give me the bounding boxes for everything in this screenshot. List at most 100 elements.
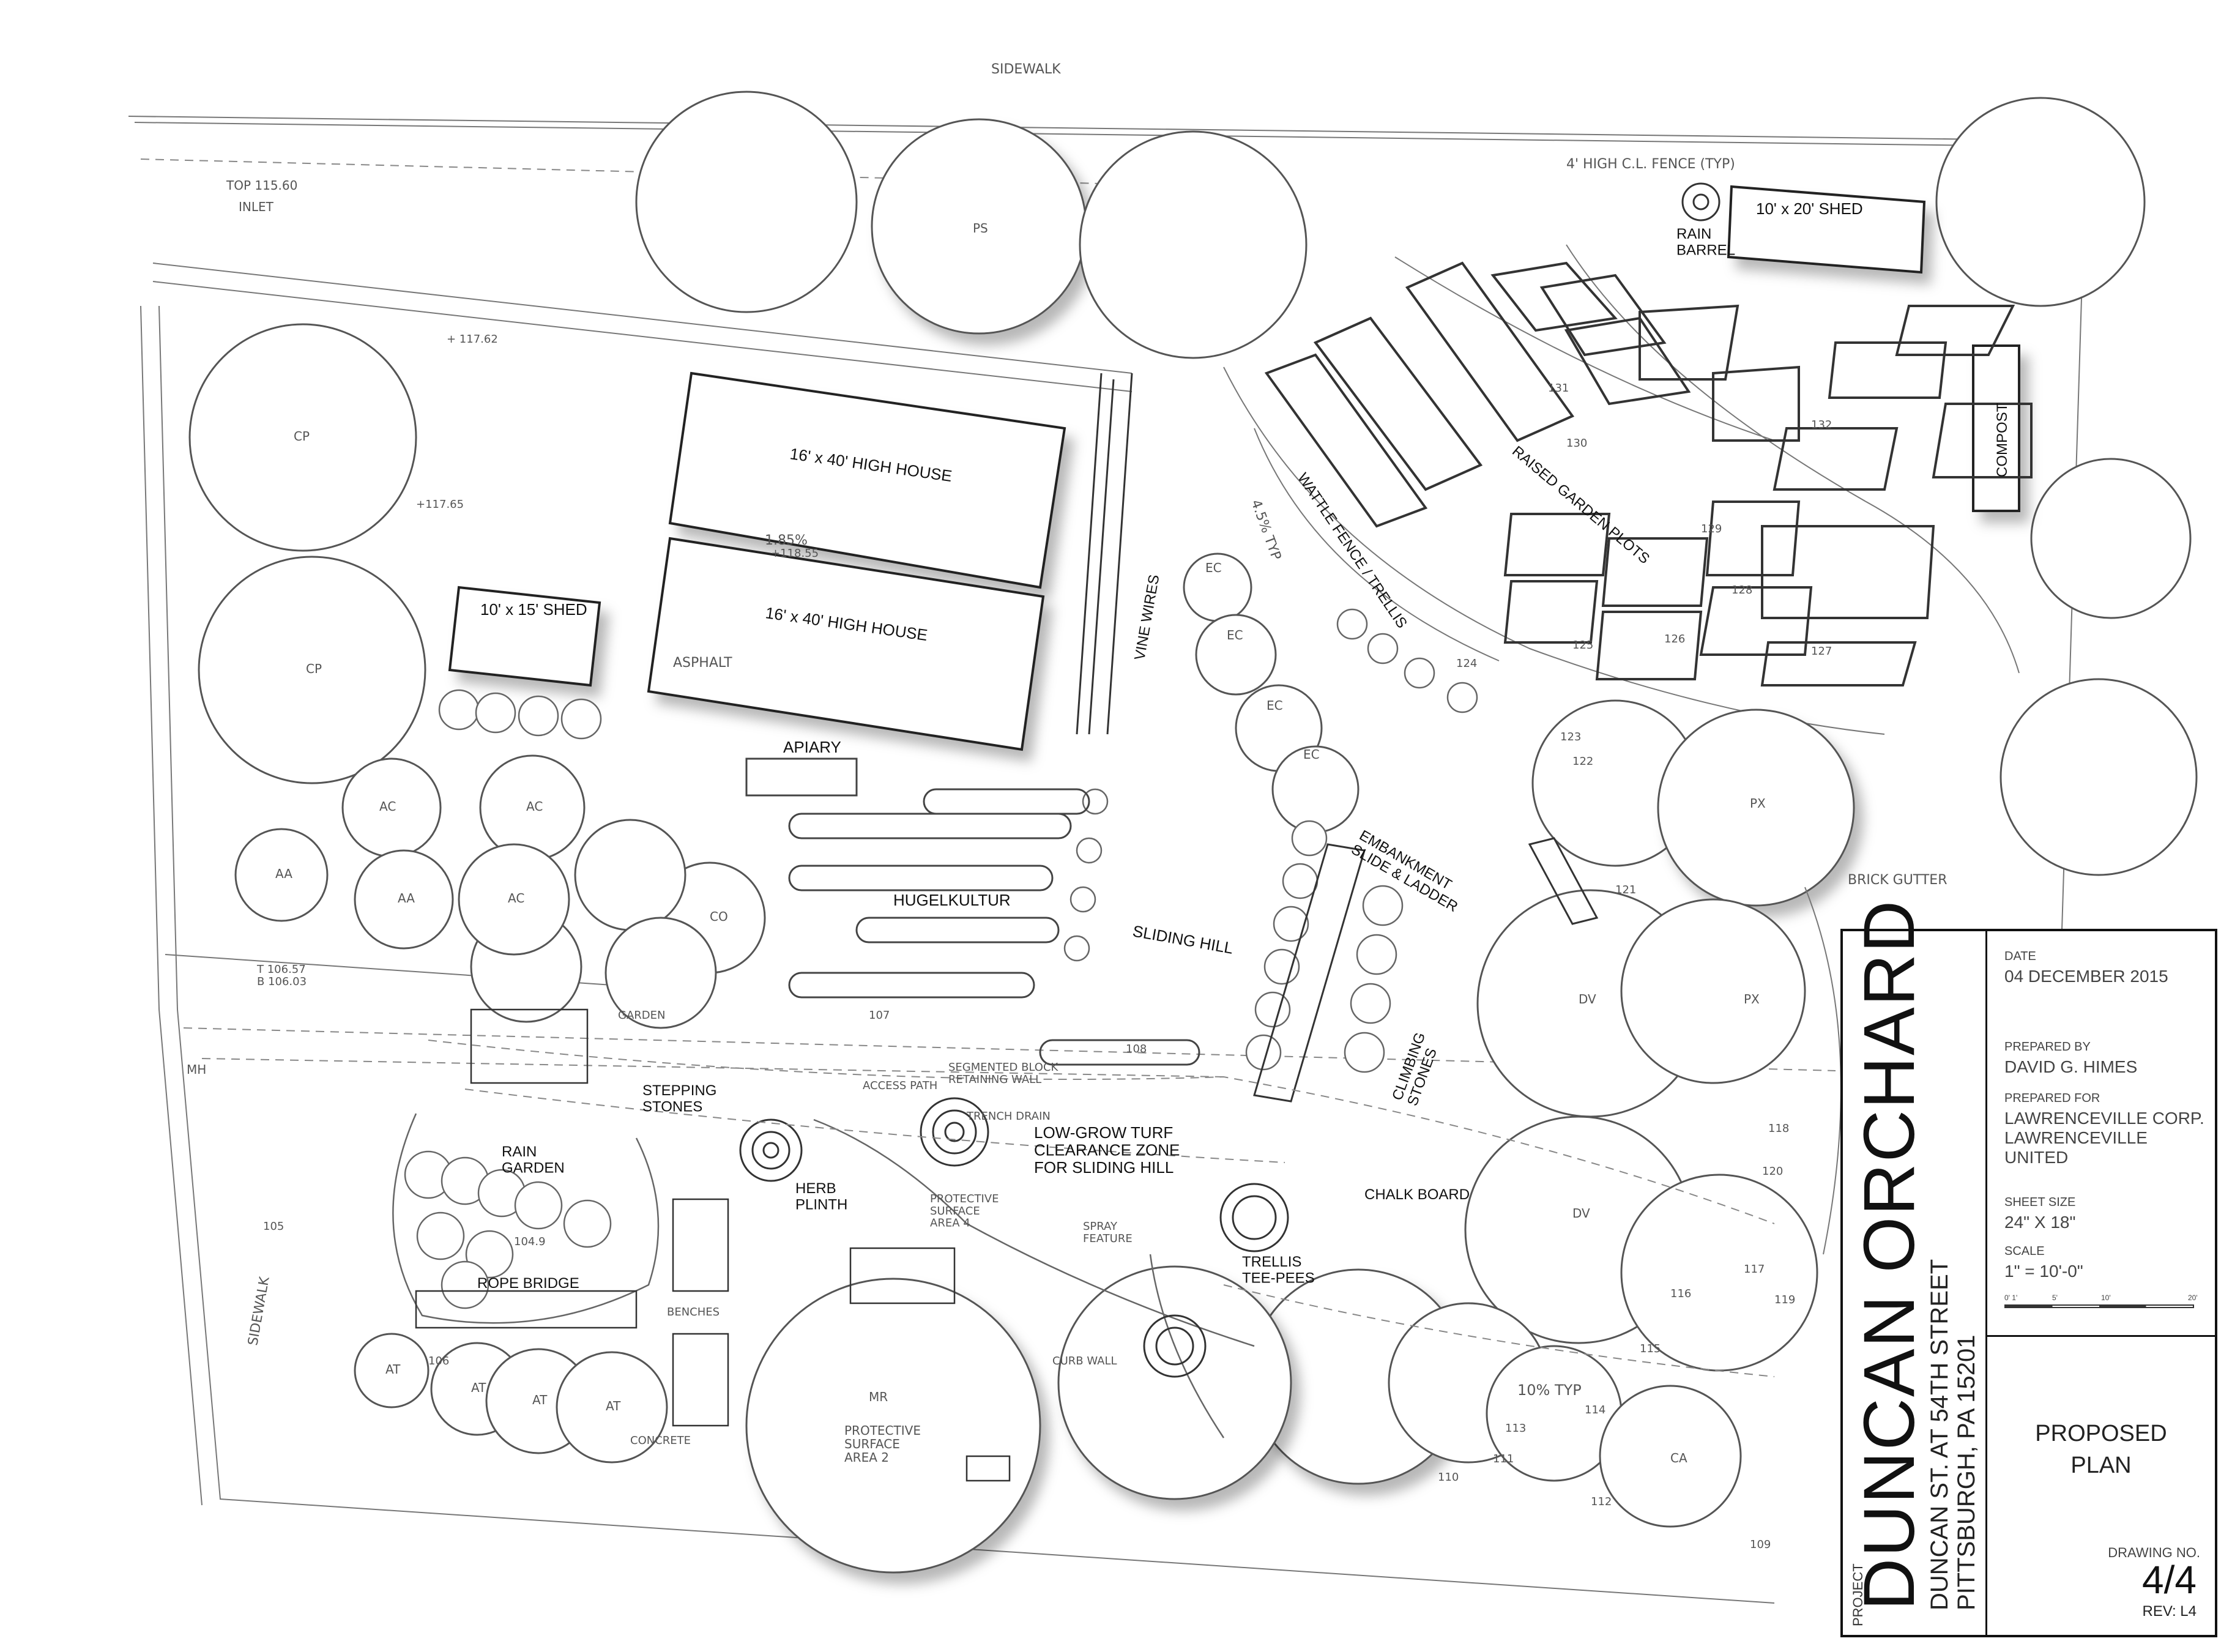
contour-122: 122 [1572,755,1593,768]
tree-code-ps: PS [973,221,988,236]
label-apiary: APIARY [783,738,841,756]
label-asphalt: ASPHALT [673,655,732,671]
contour-128: 128 [1732,584,1752,597]
contour-112: 112 [1591,1495,1612,1508]
tree-code-ec-4: EC [1303,747,1320,762]
contour-116: 116 [1670,1287,1691,1300]
date-caption: DATE [2004,950,2036,963]
label-sidewalk-left: SIDEWALK [245,1275,272,1347]
scale-value: 1" = 10'-0" [2004,1262,2083,1281]
tree-code-at-1: AT [385,1362,401,1377]
label-slope-45: 4.5% TYP [1248,498,1284,562]
contour-126: 126 [1664,633,1685,646]
raised-garden-plots [1223,244,2033,735]
contour-124: 124 [1456,657,1477,670]
label-mh: MH [187,1062,206,1077]
tree-code-aa-2: AA [398,891,415,906]
prepared-for-value-1: LAWRENCEVILLE CORP. [2004,1109,2204,1128]
scale-tick-20: 20' [2188,1293,2198,1302]
tree-code-px-1: PX [1750,796,1766,811]
tree-code-dv-2: DV [1572,1206,1590,1221]
label-benches: BENCHES [667,1306,720,1319]
label-access-path: ACCESS PATH [863,1079,937,1092]
structures [448,185,2020,751]
title-block: PROJECT DUNCAN ORCHARD DUNCAN ST. AT 54T… [1840,899,2217,1637]
contour-109: 109 [1750,1538,1771,1551]
contour-110: 110 [1438,1471,1459,1484]
project-address-1: DUNCAN ST. AT 54TH STREET [1926,1259,1953,1610]
label-raised-plots: RAISED GARDEN PLOTS [1509,443,1653,567]
tree-code-mr: MR [869,1390,888,1404]
contour-113: 113 [1505,1422,1526,1435]
scale-bar: 0' 1' 5' 10' 20' [2004,1293,2200,1311]
tree-code-at-3: AT [532,1393,548,1407]
tree-code-ac-1: AC [379,799,396,814]
contour-125: 125 [1572,639,1593,652]
revision: REV: L4 [2142,1603,2197,1620]
spot-elev-3: +118.55 [771,547,819,560]
contour-119: 119 [1774,1293,1795,1306]
tree-code-ec-2: EC [1227,628,1243,642]
spot-elev-4: 104.9 [514,1235,546,1248]
contour-117: 117 [1744,1263,1765,1276]
project-address-2: PITTSBURGH, PA 15201 [1953,1334,1980,1610]
contour-127: 127 [1811,645,1832,658]
label-slope-185: 1.85% [765,533,808,548]
date-value: 04 DECEMBER 2015 [2004,967,2168,986]
tree-code-ac-3: AC [508,891,524,906]
contour-114: 114 [1585,1404,1605,1416]
tree-group-north [188,91,2198,876]
tree-code-co: CO [710,909,728,924]
label-curb-wall: CURB WALL [1052,1355,1117,1367]
label-vine-wires: VINE WIRES [1131,573,1162,661]
label-fence: 4' HIGH C.L. FENCE (TYP) [1566,157,1735,172]
prepared-for-value-2: LAWRENCEVILLE UNITED [2004,1128,2148,1167]
contour-105: 105 [263,1220,284,1233]
contour-118: 118 [1768,1122,1789,1135]
tree-code-at-4: AT [606,1399,621,1413]
drawing-no-caption: DRAWING NO. [2108,1545,2200,1560]
drawing-no-value: 4/4 [2142,1558,2197,1602]
tree-group-orchard [234,553,1855,1574]
label-hugelkultur: HUGELKULTUR [893,891,1011,909]
plan-title-2: PLAN [2070,1453,2132,1478]
label-slope-10: 10% TYP [1517,1382,1582,1399]
tree-code-px-2: PX [1744,992,1760,1006]
label-sliding-hill: SLIDING HILL [1131,921,1235,957]
tree-code-aa-1: AA [275,866,292,881]
contour-121: 121 [1615,884,1636,896]
scale-tick-5: 5' [2052,1293,2058,1302]
label-top-inlet: TOP 115.60 [226,178,297,193]
tree-code-ac-2: AC [526,799,543,814]
tree-code-ec-1: EC [1205,560,1222,575]
prepared-for-caption: PREPARED FOR [2004,1092,2100,1105]
prepared-by-value: DAVID G. HIMES [2004,1057,2138,1076]
scale-tick-10: 10' [2101,1293,2111,1302]
tree-code-at-2: AT [471,1380,486,1395]
label-shed-10x15: 10' x 15' SHED [480,600,587,619]
tree-code-cp-2: CP [306,661,322,676]
contour-lines [428,887,1842,1377]
label-climbing-stones: CLIMBINGSTONES [1389,1030,1444,1108]
contour-115: 115 [1640,1342,1661,1355]
herb-spiral [739,182,1720,1378]
contour-132: 132 [1811,419,1832,431]
small-plantings [404,608,1478,1309]
contour-129: 129 [1701,523,1722,535]
label-shed-10x20: 10' x 20' SHED [1756,199,1863,218]
sheet-size-value: 24" X 18" [2004,1213,2076,1232]
contour-111: 111 [1493,1453,1514,1465]
contour-131: 131 [1548,382,1569,395]
contour-120: 120 [1762,1165,1783,1178]
contour-106: 106 [428,1355,449,1367]
tree-code-dv-1: DV [1579,992,1596,1006]
spot-elev-1: + 117.62 [447,333,498,346]
label-inlet: INLET [239,199,274,214]
label-chalk-board: CHALK BOARD [1364,1186,1470,1203]
